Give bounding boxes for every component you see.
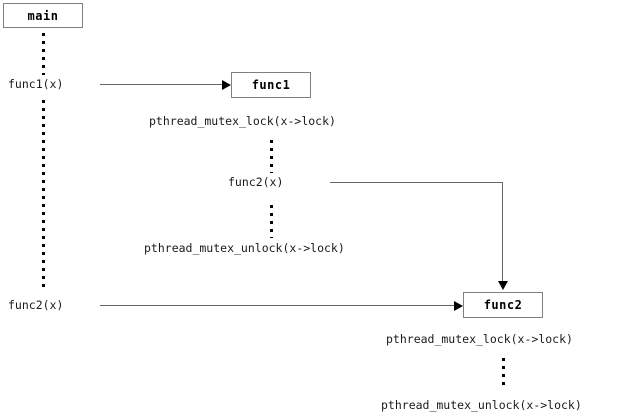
- edge-func1-to-func2-vertical: [502, 182, 503, 282]
- call-label-main-func1: func1(x): [8, 77, 64, 91]
- ellipsis-func1-after-lock: [270, 140, 273, 173]
- node-box-main[interactable]: main: [3, 3, 83, 28]
- edge-main-to-func2-arrowhead: [454, 301, 463, 311]
- ellipsis-main-between-calls: [42, 100, 45, 292]
- code-label-func2-unlock: pthread_mutex_unlock(x->lock): [381, 398, 582, 412]
- code-label-func1-lock: pthread_mutex_lock(x->lock): [149, 114, 336, 128]
- edge-func1-to-func2-horizontal: [330, 182, 503, 183]
- ellipsis-func1-before-unlock: [270, 205, 273, 238]
- edge-main-to-func1-line: [100, 84, 224, 85]
- edge-main-to-func1-arrowhead: [222, 80, 231, 90]
- code-label-func2-lock: pthread_mutex_lock(x->lock): [386, 332, 573, 346]
- code-label-func1-unlock: pthread_mutex_unlock(x->lock): [144, 241, 345, 255]
- node-box-func2[interactable]: func2: [463, 292, 543, 318]
- ellipsis-func2-body: [502, 358, 505, 390]
- ellipsis-main-before-func1: [42, 33, 45, 75]
- node-box-func1[interactable]: func1: [231, 72, 311, 98]
- call-label-func1-func2: func2(x): [228, 175, 284, 189]
- edge-main-to-func2-line: [100, 305, 456, 306]
- edge-func1-to-func2-arrowhead: [498, 281, 508, 290]
- call-label-main-func2: func2(x): [8, 298, 64, 312]
